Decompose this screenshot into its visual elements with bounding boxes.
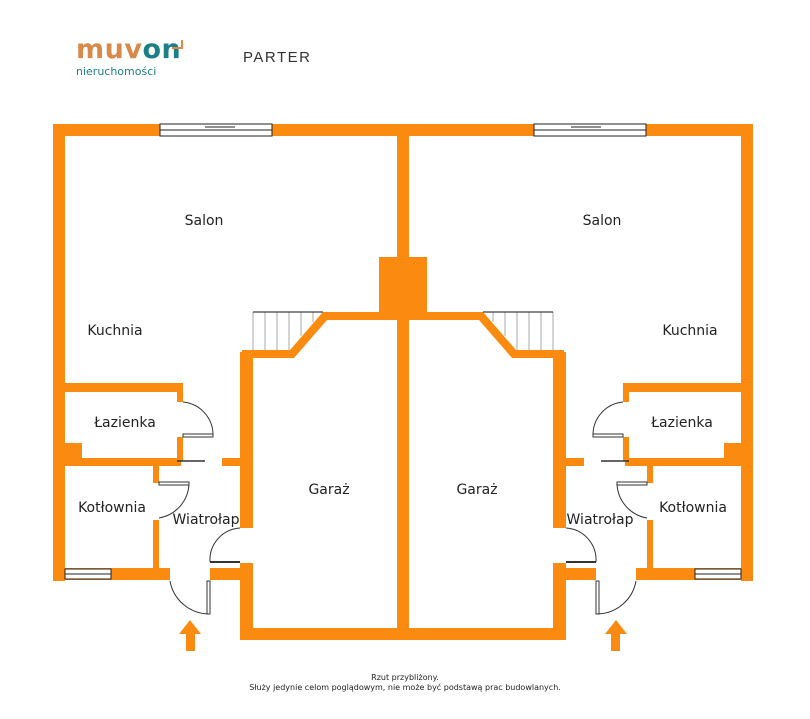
room-label-kotlownia-right: Kotłownia [659,500,727,516]
logo-tagline: nieruchomości [76,65,157,78]
floor-title: PARTER [243,49,312,66]
room-label-salon-left: Salon [184,213,224,229]
room-label-wiatrolap-left: Wiatrołap [172,512,240,528]
disclaimer-line-2: Służy jedynie celom poglądowym, nie może… [249,683,561,692]
room-label-lazienka-left: Łazienka [94,415,156,431]
room-label-salon-right: Salon [582,213,622,229]
brand-logo: muvon nieruchomości [76,34,183,78]
room-label-kuchnia-left: Kuchnia [87,323,143,339]
logo-wordmark: muvon [76,34,182,65]
right-unit-plan [399,123,754,652]
room-label-wiatrolap-right: Wiatrołap [566,512,634,528]
room-label-kuchnia-right: Kuchnia [662,323,718,339]
room-label-garaz-left: Garaż [308,482,350,498]
left-unit-plan [52,123,407,652]
room-label-kotlownia-left: Kotłownia [78,500,146,516]
disclaimer-line-1: Rzut przybliżony. [371,673,439,682]
room-label-lazienka-right: Łazienka [651,415,713,431]
logo-hook-icon [172,40,183,49]
room-label-garaz-right: Garaż [456,482,498,498]
